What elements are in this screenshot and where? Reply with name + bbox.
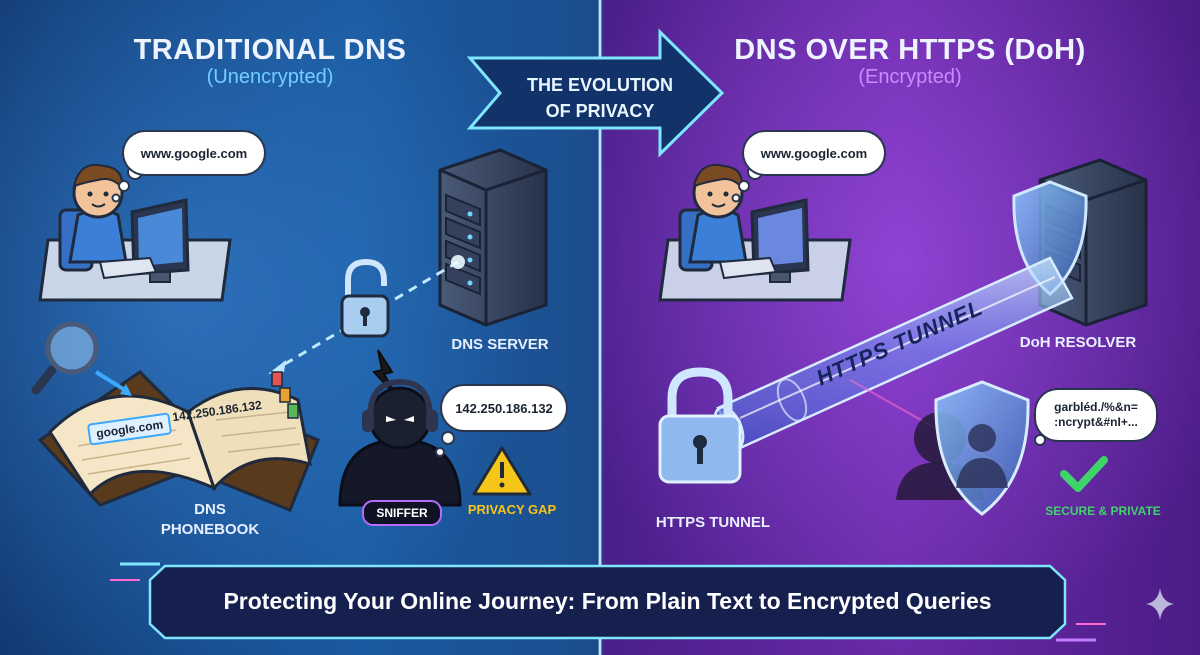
https-tunnel-label: HTTPS TUNNEL — [655, 514, 771, 531]
sparkle-icon — [1146, 588, 1174, 620]
dns-server-icon — [438, 148, 548, 327]
right-person-at-desk — [658, 164, 852, 302]
book-pointer-arrow — [94, 370, 130, 394]
closed-padlock-icon — [658, 367, 742, 484]
garbled-thought-tail — [1034, 434, 1046, 446]
right-query-bubble: www.google.com — [744, 132, 884, 174]
evolution-arrow-label: THE EVOLUTION OF PRIVACY — [526, 75, 673, 121]
left-person-at-desk — [38, 164, 232, 302]
garbled-bubble: garbléd./%&n= :ncrypt&#nI+... — [1036, 390, 1156, 440]
sniffer-thought-tail — [435, 431, 455, 457]
bottom-banner-frame — [110, 562, 1106, 642]
sniffer-label: SNIFFER — [362, 500, 442, 526]
evolution-arrow — [466, 28, 725, 158]
check-icon — [1060, 456, 1108, 492]
right-subtitle: (Encrypted) — [858, 66, 962, 88]
privacy-gap-label: PRIVACY GAP — [467, 502, 557, 517]
sniffer-figure — [338, 378, 462, 507]
sniffer-bubble: 142.250.186.132 — [442, 386, 566, 430]
left-query-bubble: www.google.com — [124, 132, 264, 174]
doh-resolver-label: DoH RESOLVER — [1019, 334, 1137, 351]
warning-icon — [472, 446, 532, 496]
open-padlock-icon — [340, 258, 390, 338]
left-subtitle: (Unencrypted) — [206, 66, 334, 88]
right-title: DNS OVER HTTPS (DoH) — [734, 34, 1086, 66]
banner-text: Protecting Your Online Journey: From Pla… — [223, 588, 992, 614]
phonebook-label: DNS PHONEBOOK — [160, 501, 260, 538]
secure-private-label: SECURE & PRIVATE — [1045, 504, 1161, 518]
dns-phonebook-icon — [37, 370, 320, 512]
privacy-shield-icon — [934, 380, 1030, 516]
dns-server-label: DNS SERVER — [451, 336, 549, 353]
magnifier-icon — [31, 321, 99, 395]
left-title: TRADITIONAL DNS — [133, 34, 407, 66]
